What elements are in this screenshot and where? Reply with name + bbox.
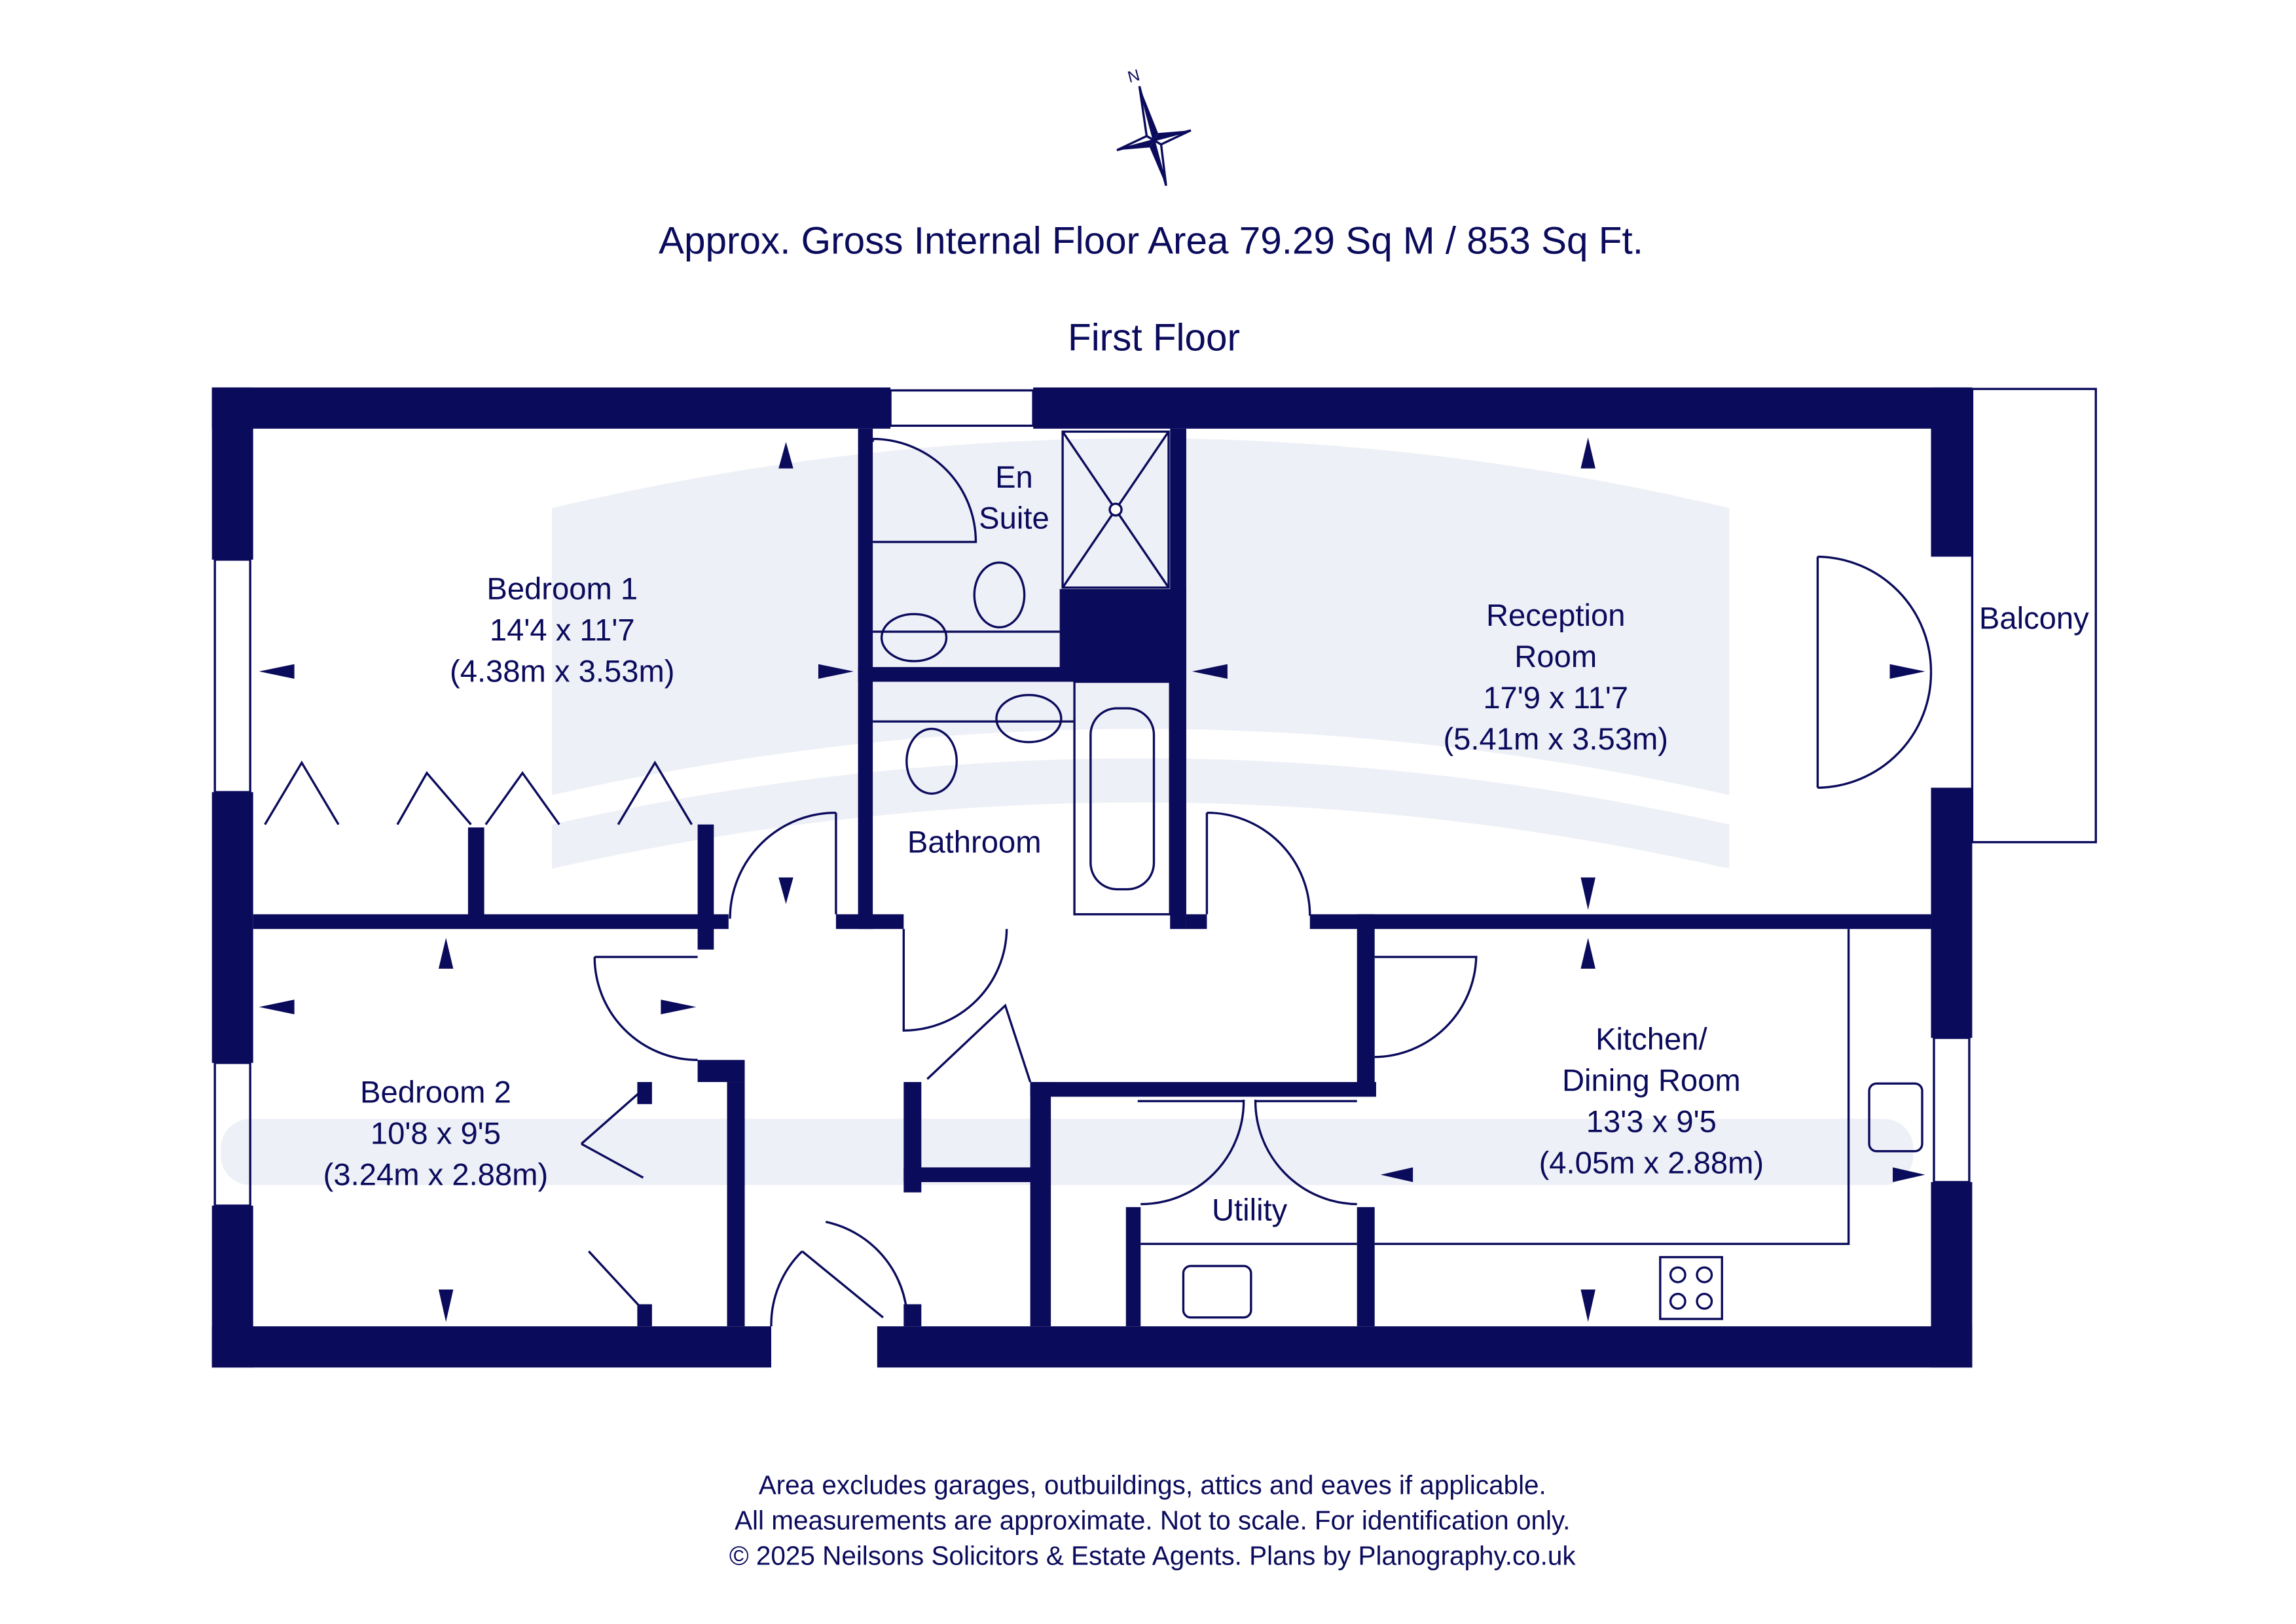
floor-title: First Floor [1068,317,1240,359]
room-en-suite: En Suite [979,460,1049,536]
room-balcony: Balcony [1979,602,2089,636]
room-name: Kitchen/ [1595,1022,1707,1057]
room-bedroom-1: Bedroom 1 14'4 x 11'7 (4.38m x 3.53m) [450,572,675,689]
compass-icon: N [1116,67,1192,187]
room-kitchen-dining: Kitchen/ Dining Room 13'3 x 9'5 (4.05m x… [1539,1022,1764,1181]
room-dims-imperial: 14'4 x 11'7 [490,613,635,648]
room-bathroom: Bathroom [907,825,1042,859]
room-dims-metric: (3.24m x 2.88m) [323,1157,549,1192]
room-dims-metric: (4.38m x 3.53m) [450,655,675,689]
room-name: Dining Room [1562,1064,1741,1098]
room-dims-imperial: 10'8 x 9'5 [371,1116,501,1151]
room-reception: Reception Room 17'9 x 11'7 (5.41m x 3.53… [1443,598,1668,757]
dimension-arrows [259,437,1925,1322]
footer-line-2: All measurements are approximate. Not to… [735,1505,1570,1535]
footer-line-1: Area excludes garages, outbuildings, att… [759,1470,1546,1500]
room-dims-imperial: 13'3 x 9'5 [1586,1104,1717,1139]
balcony-outline [1971,388,2097,844]
north-label: N [1126,67,1142,87]
footer-line-3: © 2025 Neilsons Solicitors & Estate Agen… [729,1540,1576,1570]
room-dims-metric: (4.05m x 2.88m) [1539,1146,1764,1180]
room-name: Reception [1486,598,1625,633]
room-dims-metric: (5.41m x 3.53m) [1443,722,1668,757]
room-bedroom-2: Bedroom 2 10'8 x 9'5 (3.24m x 2.88m) [323,1075,549,1192]
room-name: En [995,460,1033,495]
room-name: Room [1514,640,1597,674]
area-title: Approx. Gross Internal Floor Area 79.29 … [659,219,1643,262]
room-name: Suite [979,501,1049,536]
room-name: Bedroom 1 [486,572,638,607]
room-utility: Utility [1212,1193,1288,1227]
walls [211,387,1973,1368]
room-dims-imperial: 17'9 x 11'7 [1483,681,1628,715]
room-name: Bedroom 2 [360,1075,511,1110]
doors [264,430,1933,1327]
